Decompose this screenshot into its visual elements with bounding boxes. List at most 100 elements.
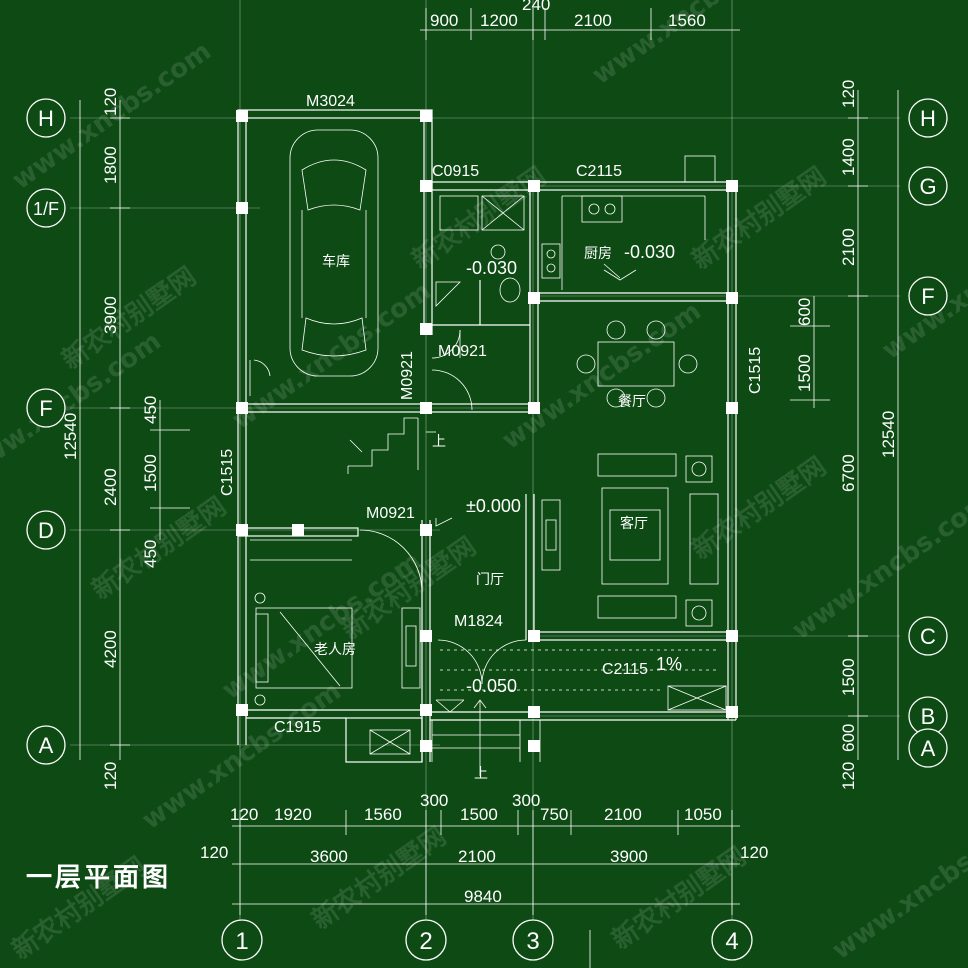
dim-label: 300 [512,791,540,810]
label-win-dining: C1515 [747,347,764,394]
axis-label: 3 [526,928,539,955]
axis-label: 4 [725,928,738,955]
dim-label: 600 [839,724,858,752]
dim-label: 1560 [364,805,402,824]
dim-label: 3600 [310,847,348,866]
dim-label: 1400 [839,138,858,176]
watermark-text: 新农村别墅网 [686,451,832,566]
dim-label: 1500 [460,805,498,824]
axis-bubbles-bottom: 1 2 3 4 [221,919,753,961]
dim-label: 1800 [101,146,120,184]
dim-top: 900 1200 240 2100 1560 [420,0,740,40]
axis-bubbles-left: H 1/F F D A [26,98,66,765]
axis-label: 2 [419,928,432,955]
dim-left: 120 1800 3900 2400 4200 120 12540 450 15… [61,88,190,790]
watermark-text: 新农村别墅网 [686,161,832,276]
dim-label: 600 [795,298,814,326]
doors [249,263,621,776]
dim-label: 2100 [604,805,642,824]
drawing-title: 一层平面图 [26,862,171,892]
dim-label: 120 [101,88,120,116]
dim-label: 240 [522,0,550,14]
dim-label: 120 [839,80,858,108]
dim-label: 750 [540,805,568,824]
axis-label: C [920,624,936,649]
axis-label: 1/F [33,199,59,219]
room-dining: 餐厅 [618,393,646,409]
label-win-bath: C0915 [432,163,479,180]
car [289,129,379,377]
watermark-text: www.xncbs.com [497,296,707,456]
axis-bubbles-right: H G F C B A [908,98,948,768]
dining-table [576,320,698,408]
stairs [347,417,419,474]
dim-label: 450 [141,396,160,424]
label-elev-kitchen: -0.030 [624,242,675,262]
dim-label: 1500 [795,354,814,392]
dim-label: 120 [101,762,120,790]
label-slope: 1% [656,654,682,674]
dim-label: 450 [141,540,160,568]
dim-label: 1200 [480,11,518,30]
dim-label: 120 [740,843,768,862]
label-win-stair: C1515 [219,449,236,496]
dim-label: 3900 [610,847,648,866]
label-elev-floor: ±0.000 [466,496,521,516]
dim-label: 1500 [839,658,858,696]
label-elev-bath: -0.030 [466,258,517,278]
columns [236,110,738,752]
label-win-porch: C2115 [602,661,648,678]
label-up-entry: 上 [474,765,488,781]
dim-label: 1920 [274,805,312,824]
room-labels: 车库 厨房 餐厅 客厅 门厅 老人房 [314,245,648,657]
room-elder: 老人房 [314,641,356,657]
axis-label: F [39,396,52,421]
label-door-elder: M0921 [366,505,415,522]
dim-label: 2100 [574,11,612,30]
label-win-elder: C1915 [274,719,321,736]
label-up-stair: 上 [432,433,446,449]
axis-label: A [921,736,936,761]
annotations: M3024 C0915 C2115 -0.030 -0.030 M0921 M0… [219,93,764,781]
dim-label: 1560 [668,11,706,30]
dim-label: 1050 [684,805,722,824]
dim-label: 2400 [101,468,120,506]
dim-right: 120 1400 2100 6700 1500 600 120 12540 60… [790,80,899,790]
dim-label: 2100 [839,228,858,266]
watermark-text: www.xncbs.com [827,806,968,966]
dim-label: 6700 [839,454,858,492]
living-furniture [541,453,719,627]
dim-label: 3900 [101,296,120,334]
axis-label: D [38,518,54,543]
label-door-stair: M0921 [399,351,416,400]
dim-label: 120 [200,843,228,862]
label-door-garage: M3024 [306,93,355,110]
room-garage: 车库 [322,253,350,269]
axis-label: B [921,704,936,729]
dim-bottom: 120 1920 1560 300 1500 300 750 2100 1050… [200,791,768,968]
dim-label: 12540 [879,411,898,458]
room-kitchen: 厨房 [584,245,612,261]
dim-label: 4200 [101,630,120,668]
watermark-text: 新农村别墅网 [306,821,452,936]
axis-label: F [921,284,934,309]
label-door-main: M1824 [454,613,503,630]
label-elev-porch: -0.050 [466,676,517,696]
axis-label: G [919,174,936,199]
axis-label: H [38,106,54,131]
dim-label: 300 [420,791,448,810]
elder-room-furniture [250,539,421,706]
dim-label: 120 [230,805,258,824]
dim-label: 2100 [458,847,496,866]
kitchen-fixtures [541,155,716,290]
axis-label: H [920,106,936,131]
room-foyer: 门厅 [476,571,504,587]
dim-label: 9840 [464,887,502,906]
dim-label: 12540 [61,413,80,460]
dim-label: 1500 [141,454,160,492]
axis-label: A [39,733,54,758]
room-living: 客厅 [620,515,648,531]
bathroom-fixtures [431,195,525,359]
label-win-kitchen: C2115 [576,163,622,180]
